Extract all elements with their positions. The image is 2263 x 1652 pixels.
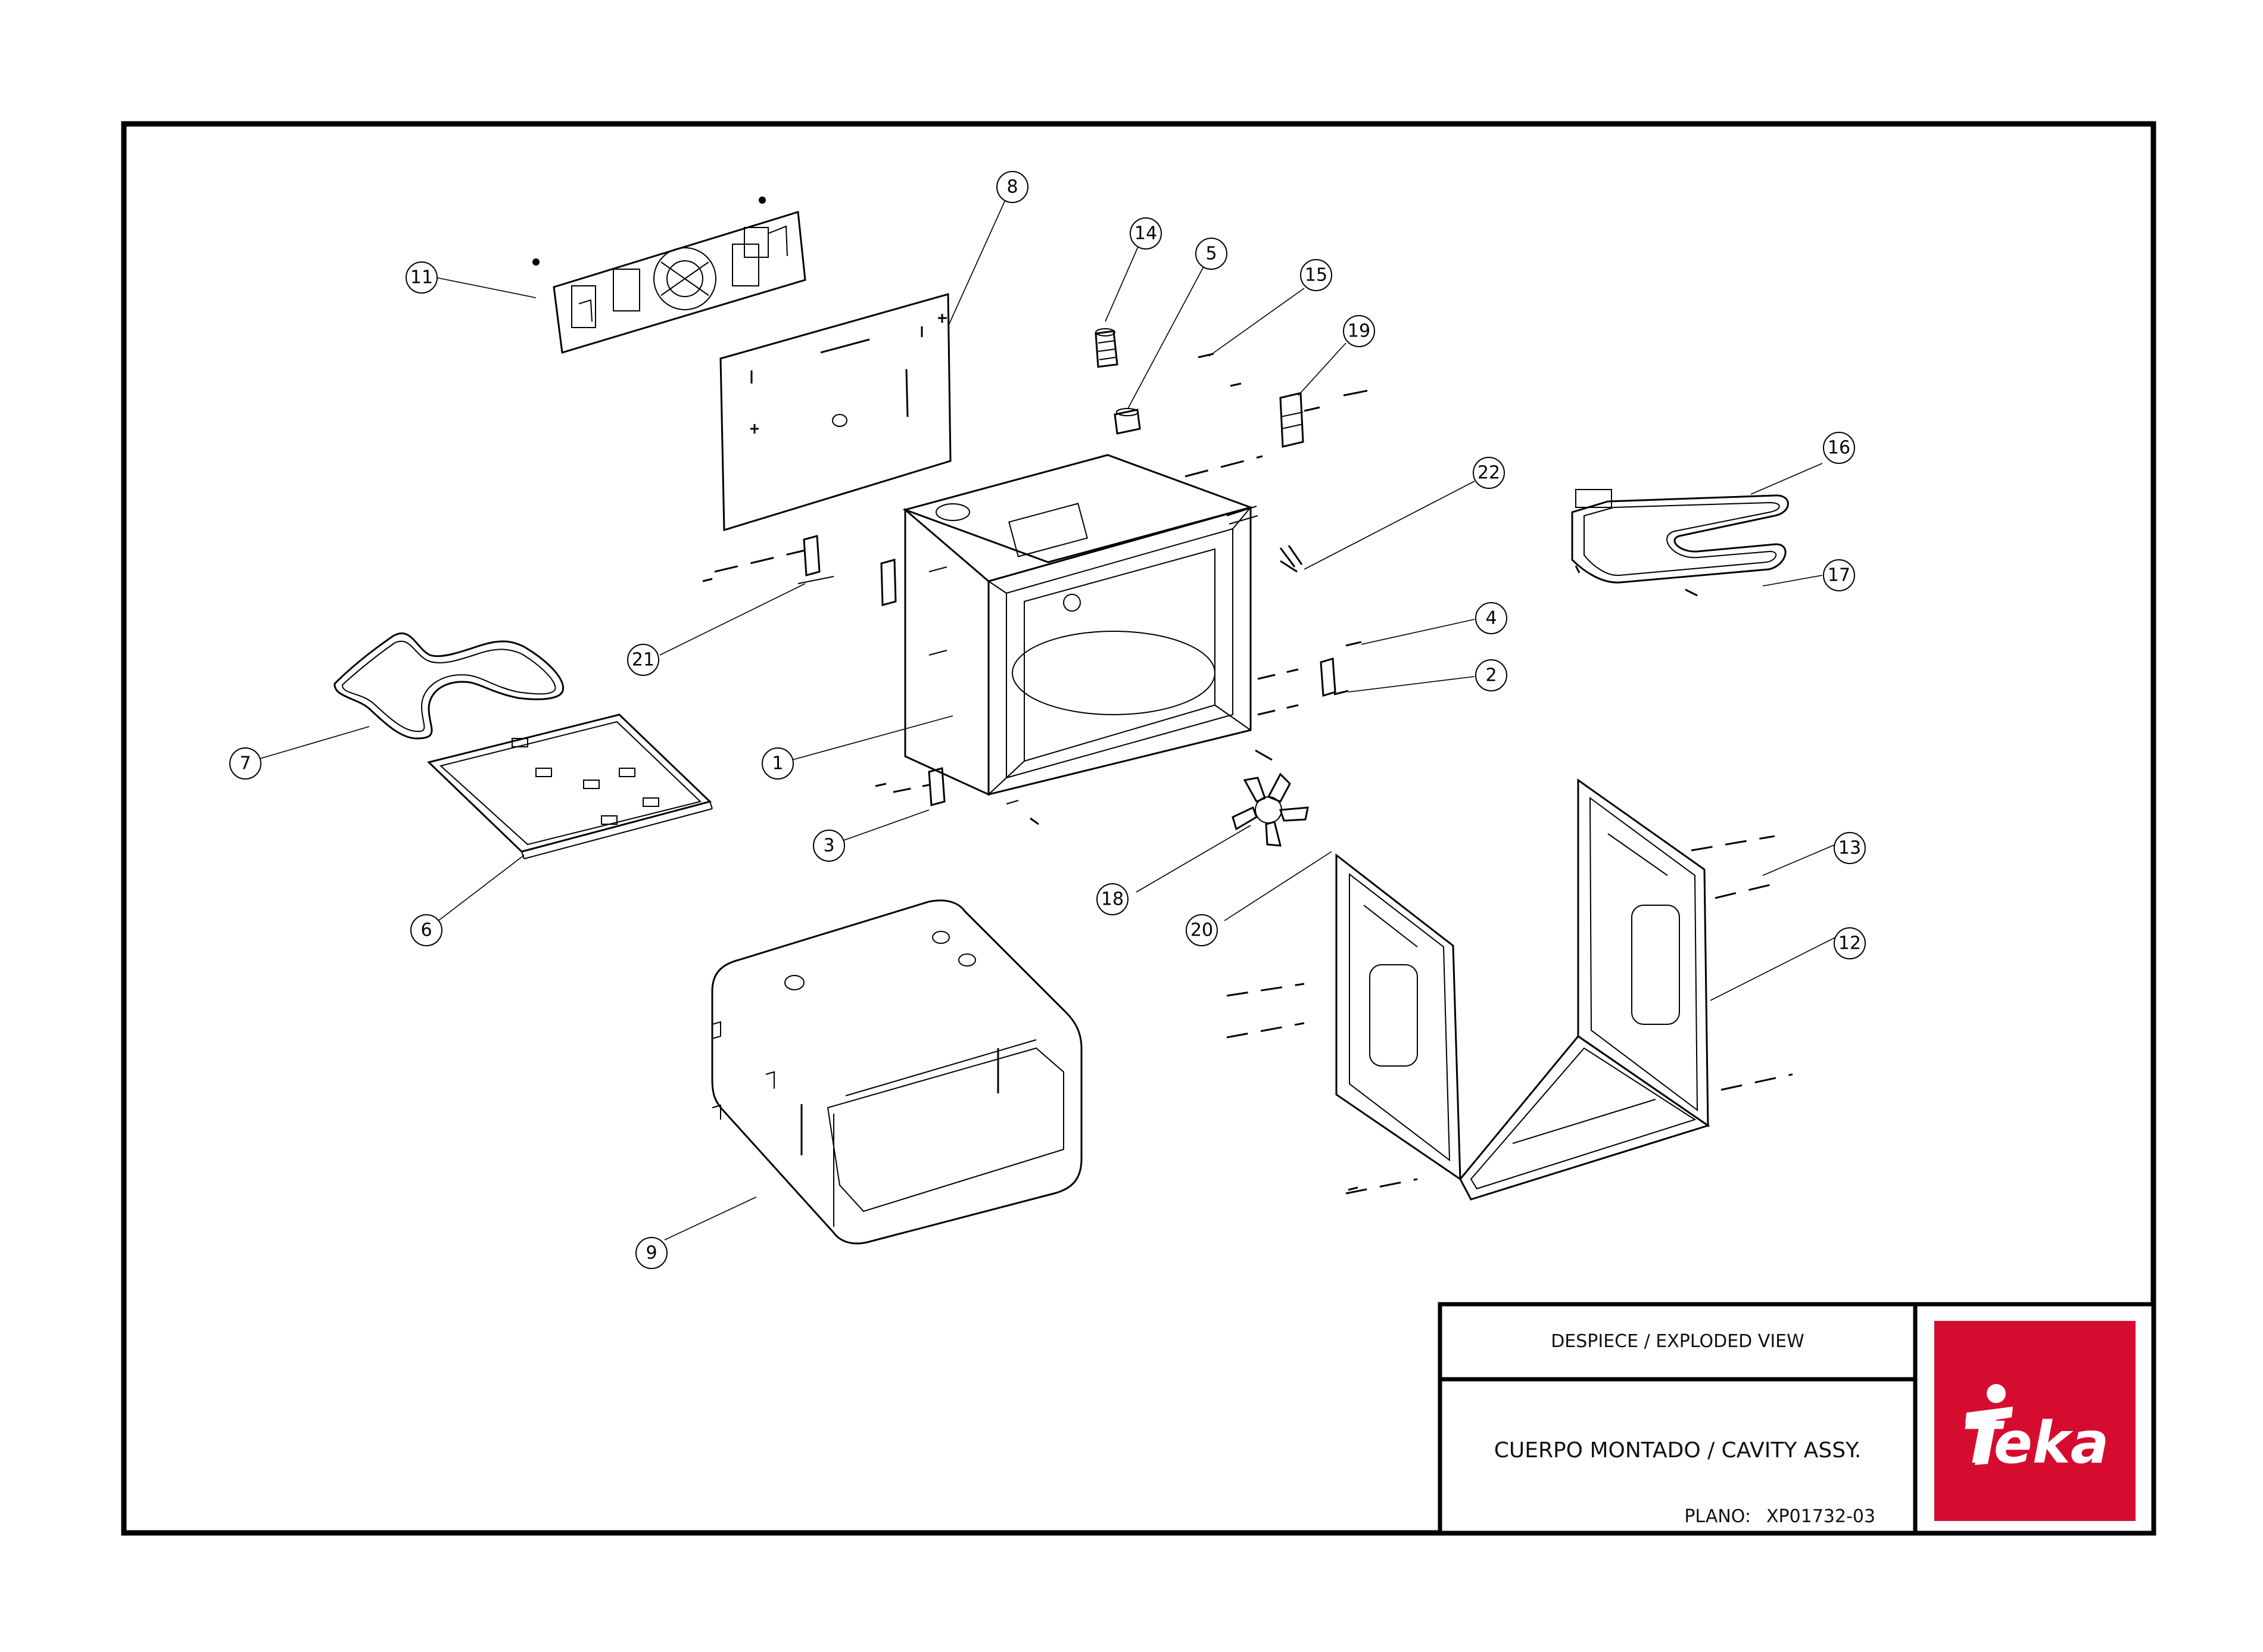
drawing-frame <box>121 121 2156 1536</box>
svg-text:3: 3 <box>823 836 834 856</box>
svg-text:20: 20 <box>1190 920 1213 941</box>
callout-2: 2 <box>1475 659 1507 691</box>
screws-top <box>1198 353 1368 412</box>
screws-panels <box>1226 835 1793 1195</box>
part-1-cavity <box>902 454 1258 805</box>
callout-7: 7 <box>229 747 261 780</box>
callout-20: 19 <box>1343 315 1375 347</box>
callout-19: 20 <box>1186 914 1218 946</box>
part-8-insulation-panel <box>719 293 952 532</box>
assembly-lines <box>702 455 1362 825</box>
brand-wordmark: Teka <box>1962 1410 2109 1476</box>
plan-number: XP01732-03 <box>1766 1506 1875 1527</box>
part-6-tray <box>427 713 713 859</box>
part-21-hinge <box>797 535 897 606</box>
svg-text:7: 7 <box>239 753 251 774</box>
svg-text:5: 5 <box>1205 244 1217 264</box>
svg-text:18: 18 <box>1101 889 1124 910</box>
callout-15: 15 <box>1300 259 1332 291</box>
callout-1: 1 <box>762 747 794 780</box>
part-5-lamp-holder <box>1114 408 1141 435</box>
svg-text:9: 9 <box>646 1243 657 1264</box>
callout-5: 5 <box>1195 238 1227 270</box>
part-12-side-panels <box>1335 778 1710 1201</box>
callout-12: 12 <box>1834 927 1866 959</box>
svg-text:1: 1 <box>772 753 783 774</box>
callout-6: 6 <box>410 914 442 946</box>
callout-13: 13 <box>1834 832 1866 864</box>
callout-3: 3 <box>813 830 845 862</box>
svg-text:15: 15 <box>1305 265 1327 286</box>
part-22-screw <box>1279 545 1303 568</box>
svg-text:16: 16 <box>1828 438 1850 459</box>
title-block: DESPIECE / EXPLODED VIEW CUERPO MONTADO … <box>1438 1302 2156 1535</box>
part-20-clip <box>1279 392 1304 448</box>
assembly-name: CUERPO MONTADO / CAVITY ASSY. <box>1494 1438 1862 1463</box>
part-2-bracket <box>1320 657 1336 697</box>
part-18-fan <box>1232 772 1309 847</box>
svg-text:13: 13 <box>1838 838 1861 859</box>
callout-18: 18 <box>1096 883 1129 915</box>
callout-8: 8 <box>996 171 1028 203</box>
callouts: 11 8 14 5 15 19 22 16 17 4 2 21 1 3 7 6 … <box>229 171 1866 1269</box>
svg-text:2: 2 <box>1485 665 1497 686</box>
svg-text:6: 6 <box>420 920 432 941</box>
svg-text:14: 14 <box>1134 223 1157 244</box>
svg-text:22: 22 <box>1478 463 1500 484</box>
svg-text:17: 17 <box>1828 565 1850 586</box>
callout-22: 22 <box>1473 457 1505 489</box>
svg-text:11: 11 <box>410 267 433 288</box>
callout-14: 14 <box>1130 217 1162 250</box>
plan-label: PLANO: <box>1684 1506 1751 1527</box>
svg-text:4: 4 <box>1485 608 1497 629</box>
svg-text:19: 19 <box>1348 321 1370 342</box>
title-header: DESPIECE / EXPLODED VIEW <box>1551 1331 1804 1352</box>
part-7-lower-element <box>333 632 565 740</box>
part-11-control-panel <box>532 197 806 354</box>
callout-17: 17 <box>1823 559 1855 591</box>
svg-text:21: 21 <box>632 650 654 671</box>
teka-logo: Teka <box>1934 1321 2136 1521</box>
callout-4: 4 <box>1475 602 1507 634</box>
leader-lines <box>259 200 1836 1240</box>
part-9-outer-wrapper <box>711 899 1083 1245</box>
part-14-lamp <box>1095 328 1118 368</box>
callout-21: 21 <box>627 644 659 676</box>
callout-9: 9 <box>635 1237 668 1269</box>
part-3-hinge <box>928 767 946 806</box>
callout-11: 11 <box>406 261 438 294</box>
callout-16: 16 <box>1823 432 1855 464</box>
svg-text:12: 12 <box>1838 933 1861 954</box>
part-16-top-element <box>1571 489 1789 597</box>
svg-text:8: 8 <box>1006 177 1018 198</box>
